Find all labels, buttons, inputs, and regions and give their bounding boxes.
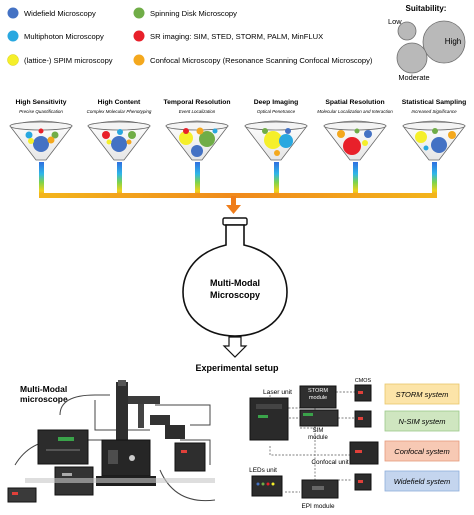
- spinning-disk-color-dot: [133, 7, 145, 19]
- leds-unit-label: LEDs unit: [249, 467, 277, 474]
- legend-label-widefield: Widefield Microscopy: [24, 9, 96, 18]
- funnel-subtitle-sensitivity: Precise Quantification: [19, 109, 63, 114]
- suitability-high-label: High: [445, 37, 461, 46]
- funnel-title-sensitivity: High Sensitivity: [16, 99, 67, 106]
- laser-unit-label: Laser unit: [263, 389, 292, 396]
- pipe-network: [39, 162, 437, 214]
- nsim-system-box: [384, 410, 460, 432]
- widefield-color-dot: [7, 7, 19, 19]
- funnel-2: [87, 120, 151, 161]
- legend-label-multiphoton: Multiphoton Microscopy: [24, 32, 104, 41]
- funnel-title-temporal: Temporal Resolution: [163, 99, 230, 106]
- small-controller: [7, 487, 37, 503]
- spim-color-dot: [7, 54, 19, 66]
- sim-module-label-1: SIM: [313, 428, 324, 434]
- funnel-5: [323, 120, 387, 161]
- funnel-titles: High Sensitivity Precise Quantification …: [16, 99, 467, 114]
- cmos-label: CMOS: [355, 378, 372, 384]
- system-boxes: STORM system N-SIM system Confocal syste…: [384, 383, 460, 492]
- legend-item-spinning-disk: Spinning Disk Microscopy: [133, 7, 237, 19]
- microscope-label-line2: microscope: [20, 394, 68, 404]
- legend-item-spim: (lattice-) SPIM microscopy: [7, 54, 113, 66]
- funnel-subtitle-deep: Optical Penetrance: [257, 109, 296, 114]
- sim-module-box: [299, 409, 339, 427]
- flask-label-line1: Multi-Modal: [210, 278, 260, 288]
- confocal-unit-box: [349, 441, 379, 465]
- experimental-setup-heading: Experimental setup: [195, 363, 279, 373]
- flask: Multi-Modal Microscopy: [182, 217, 288, 337]
- legend-item-multiphoton: Multiphoton Microscopy: [7, 30, 104, 42]
- high-circle: [422, 20, 466, 64]
- storm-module-label-2: module: [309, 395, 327, 401]
- suitability-moderate-label: Moderate: [398, 73, 429, 82]
- funnel-3: [165, 120, 229, 161]
- multiphoton-color-dot: [7, 30, 19, 42]
- storm-system-box: [384, 383, 460, 405]
- legend-label-spinning-disk: Spinning Disk Microscopy: [150, 9, 237, 18]
- microscope-label-line1: Multi-Modal: [20, 384, 67, 394]
- setup-schematic: Laser unit STORM module CMOS SIM module …: [249, 378, 379, 510]
- widefield-system-box: [384, 470, 460, 492]
- legend-item-confocal: Confocal Microscopy (Resonance Scanning …: [133, 54, 373, 66]
- leds-unit-box: [251, 475, 283, 497]
- moderate-circle: [396, 42, 428, 74]
- suitability-low-label: Low: [388, 17, 402, 26]
- funnel-4: [244, 120, 308, 161]
- microscope-illustration: [7, 380, 216, 503]
- legend-label-confocal: Confocal Microscopy (Resonance Scanning …: [150, 56, 373, 65]
- side-cabinet: [174, 442, 206, 472]
- funnel-subtitle-temporal: Event Localization: [179, 109, 216, 114]
- nsim-system-label: N-SIM system: [398, 417, 445, 426]
- legend-item-sr-imaging: SR imaging: SIM, STED, STORM, PALM, MinF…: [133, 30, 323, 42]
- legend-item-widefield: Widefield Microscopy: [7, 7, 96, 19]
- low-circle: [397, 21, 417, 41]
- experimental-setup-arrow: [222, 336, 248, 358]
- storm-system-label: STORM system: [396, 390, 449, 399]
- suitability-key: Suitability: Low High Moderate: [388, 4, 466, 82]
- confocal-color-dot: [133, 54, 145, 66]
- sim-module-label-2: module: [308, 435, 328, 441]
- flask-label-line2: Microscopy: [210, 290, 260, 300]
- epi-module-label: EPI module: [301, 503, 334, 510]
- storm-module-label-1: STORM: [308, 388, 328, 394]
- funnel-subtitle-spatial: Molecular Localization and Interaction: [317, 109, 393, 114]
- legend: Widefield Microscopy Spinning Disk Micro…: [7, 7, 373, 66]
- widefield-system-label: Widefield system: [394, 477, 451, 486]
- legend-label-spim: (lattice-) SPIM microscopy: [24, 56, 113, 65]
- funnel-title-content: High Content: [98, 99, 141, 106]
- legend-label-sr-imaging: SR imaging: SIM, STED, STORM, PALM, MinF…: [150, 32, 323, 41]
- controller-box: [37, 429, 89, 465]
- orange-down-arrow: [226, 205, 241, 214]
- suitability-title: Suitability:: [406, 4, 447, 13]
- funnel-6: [402, 120, 466, 161]
- confocal-unit-label: Confocal unit: [311, 459, 349, 466]
- sr-imaging-color-dot: [133, 30, 145, 42]
- funnel-1: [9, 120, 73, 161]
- funnel-title-spatial: Spatial Resolution: [325, 99, 384, 106]
- funnel-subtitle-statistical: Increased Significance: [411, 109, 457, 114]
- storm-module-box: [299, 385, 337, 409]
- confocal-system-label: Confocal system: [394, 447, 449, 456]
- funnel-title-statistical: Statistical Sampling: [402, 99, 467, 106]
- funnel-subtitle-content: Complex Molecular Phenotyping: [87, 109, 152, 114]
- confocal-system-box: [384, 440, 460, 462]
- funnel-title-deep: Deep Imaging: [254, 99, 299, 106]
